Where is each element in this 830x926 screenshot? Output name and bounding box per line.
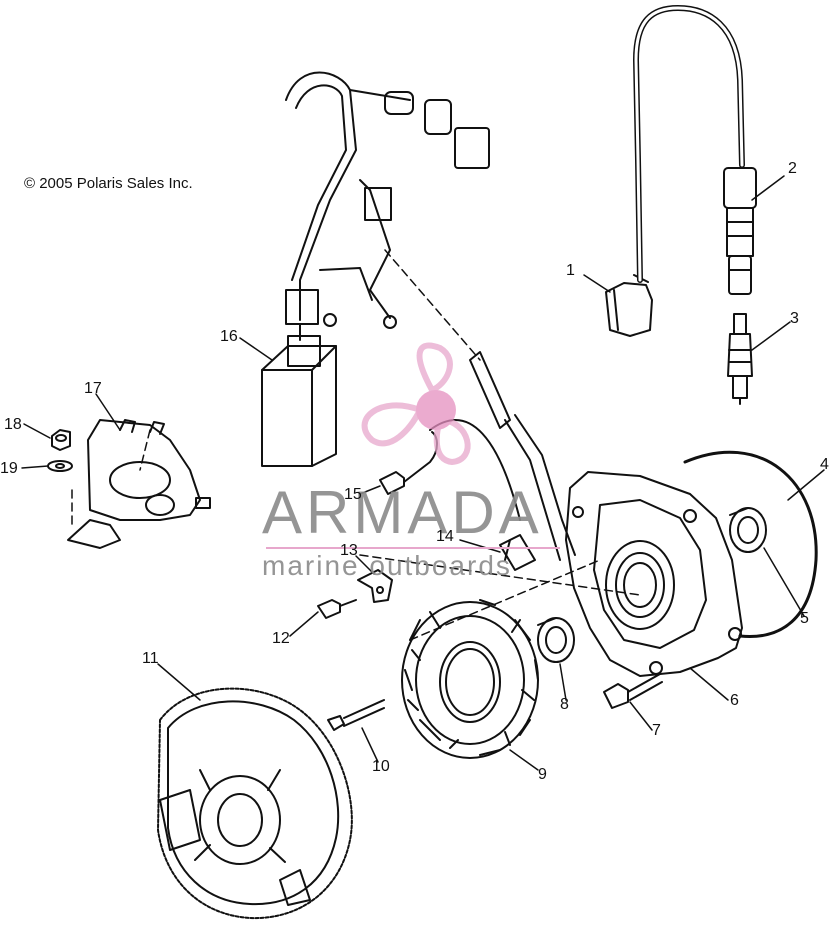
- ignition-coil: [605, 274, 653, 337]
- callout-15: 15: [344, 486, 362, 503]
- callout-2: 2: [788, 160, 797, 177]
- watermark-title: ARMADA: [262, 479, 543, 546]
- o-ring: [683, 450, 818, 638]
- callout-6: 6: [730, 692, 739, 709]
- watermark-logo: [361, 342, 471, 466]
- callout-14: 14: [436, 528, 454, 545]
- bolt-7: [603, 673, 663, 709]
- callout-10: 10: [372, 758, 390, 775]
- callout-13: 13: [340, 542, 358, 559]
- seal-5: [729, 507, 767, 553]
- callout-leaders: [21, 175, 825, 771]
- callout-17: 17: [84, 380, 102, 397]
- bearing-housing: [605, 540, 675, 630]
- stator: [401, 599, 539, 759]
- spark-plug: [727, 313, 753, 405]
- wire-harness: [285, 71, 490, 341]
- callout-4: 4: [820, 456, 829, 473]
- flywheel: [157, 687, 353, 920]
- seal-8: [537, 617, 575, 663]
- callout-7: 7: [652, 722, 661, 739]
- callout-9: 9: [538, 766, 547, 783]
- cdi-module: [261, 335, 337, 467]
- watermark-subtitle: marine outboards: [262, 550, 512, 581]
- callout-1: 1: [566, 262, 575, 279]
- callout-19: 19: [0, 460, 18, 477]
- callout-12: 12: [272, 630, 290, 647]
- starter-solenoid: [67, 419, 211, 549]
- callout-18: 18: [4, 416, 22, 433]
- nut-18: [51, 429, 71, 451]
- callout-3: 3: [790, 310, 799, 327]
- leader-lines: [71, 249, 641, 641]
- watermark-divider: [266, 547, 560, 549]
- bolt-10: [327, 699, 385, 731]
- callout-11: 11: [142, 650, 159, 667]
- stator-plate: [565, 471, 743, 677]
- callout-5: 5: [800, 610, 809, 627]
- callout-8: 8: [560, 696, 569, 713]
- spark-plug-boot: [723, 167, 757, 295]
- washer-19: [47, 460, 73, 472]
- screw-12: [317, 599, 357, 619]
- wire-clamp: [499, 534, 536, 571]
- callout-16: 16: [220, 328, 238, 345]
- bracket: [357, 569, 393, 603]
- copyright-text: © 2005 Polaris Sales Inc.: [24, 175, 193, 192]
